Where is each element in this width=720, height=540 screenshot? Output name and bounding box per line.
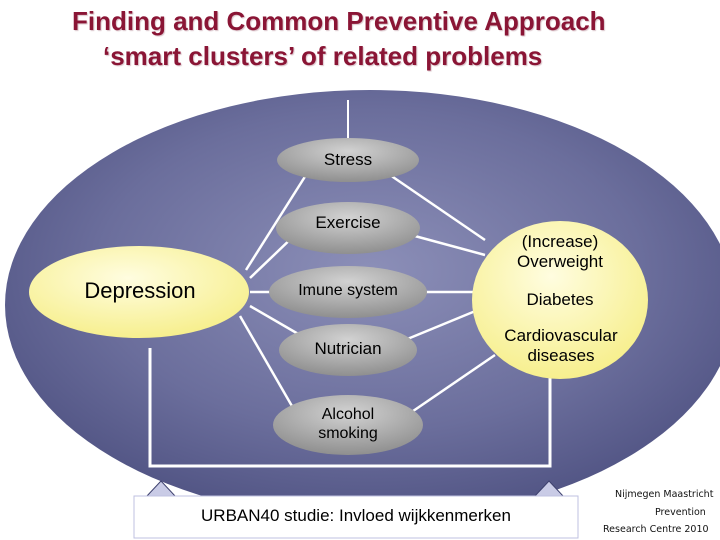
study-banner: [133, 495, 579, 539]
credit-line-3: Research Centre 2010: [603, 524, 709, 535]
node-exercise-shape: [276, 202, 420, 254]
overweight-label-line2: Overweight: [517, 252, 603, 272]
stress-label: Stress: [323, 150, 373, 169]
overweight-label: (Increase) Overweight: [490, 232, 630, 273]
overweight-label-line1: (Increase): [521, 232, 599, 251]
study-text: URBAN40 studie: Invloed wijkkenmerken: [201, 506, 511, 525]
cardiovascular-label: Cardiovascular diseases: [486, 326, 636, 367]
node-stress-shape: [277, 138, 419, 182]
node-alcohol-shape: [273, 395, 423, 455]
imune-system-label: Imune system: [298, 282, 398, 299]
credit-line-1: Nijmegen Maastricht: [615, 489, 714, 500]
nutrician-label: Nutrician: [314, 339, 382, 358]
alcohol-label-line2: smoking: [318, 425, 378, 443]
node-outcomes-shape: [472, 221, 648, 379]
alcohol-label: Alcohol smoking: [278, 405, 418, 443]
alcohol-label-line1: Alcohol: [321, 406, 375, 423]
depression-label: Depression: [84, 278, 196, 303]
diabetes-label: Diabetes: [526, 290, 594, 309]
node-nutrician-shape: [279, 324, 417, 376]
credit-line-2: Prevention: [655, 507, 706, 518]
cardiovascular-label-line1: Cardiovascular: [504, 326, 618, 345]
cardiovascular-label-line2: diseases: [527, 346, 595, 366]
node-depression-shape: [29, 246, 249, 338]
exercise-label: Exercise: [315, 213, 381, 232]
title-line-1: Finding and Common Preventive Approach: [72, 6, 606, 36]
title-line-2: ‘smart clusters’ of related problems: [103, 41, 543, 71]
node-imune-shape: [269, 266, 427, 318]
